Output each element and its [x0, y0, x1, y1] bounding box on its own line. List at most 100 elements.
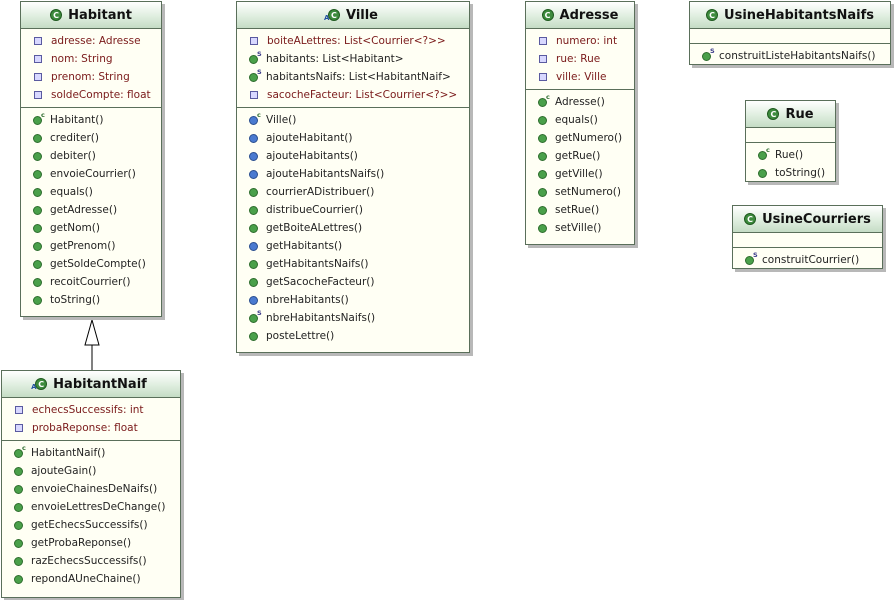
field[interactable]: boiteALettres: List<Courrier<?>> — [237, 32, 469, 50]
method[interactable]: envoieCourrier() — [21, 165, 161, 183]
field[interactable]: nom: String — [21, 50, 161, 68]
method[interactable]: razEchecsSuccessifs() — [2, 552, 180, 570]
fields-section — [746, 128, 835, 143]
method[interactable]: distribueCourrier() — [237, 201, 469, 219]
public-method-icon — [33, 277, 42, 287]
method[interactable]: envoieChainesDeNaifs() — [2, 480, 180, 498]
method[interactable]: ajouteHabitantsNaifs() — [237, 165, 469, 183]
field[interactable]: ville: Ville — [526, 68, 634, 86]
public-method-icon — [33, 151, 42, 161]
public-method-icon — [249, 223, 258, 233]
method[interactable]: getBoiteALettres() — [237, 219, 469, 237]
public-method-icon — [14, 538, 23, 548]
field[interactable]: rue: Rue — [526, 50, 634, 68]
method[interactable]: getSoldeCompte() — [21, 255, 161, 273]
private-field-icon — [539, 55, 547, 63]
public-method-icon — [33, 223, 42, 233]
method[interactable]: getPrenom() — [21, 237, 161, 255]
method[interactable]: debiter() — [21, 147, 161, 165]
constructor-icon: c — [33, 111, 45, 125]
method[interactable]: ajouteHabitant() — [237, 129, 469, 147]
public-method-icon — [538, 205, 547, 215]
method[interactable]: getRue() — [526, 147, 634, 165]
public-method-icon — [33, 259, 42, 269]
method[interactable]: getAdresse() — [21, 201, 161, 219]
public-method-icon — [249, 331, 258, 341]
field[interactable]: soldeCompte: float — [21, 86, 161, 104]
method[interactable]: setNumero() — [526, 183, 634, 201]
private-field-icon — [539, 73, 547, 81]
method[interactable]: envoieLettresDeChange() — [2, 498, 180, 516]
method[interactable]: ajouteHabitants() — [237, 147, 469, 165]
class-ville[interactable]: CVille boiteALettres: List<Courrier<?>> … — [236, 1, 470, 353]
method[interactable]: repondAUneChaine() — [2, 570, 180, 588]
class-habitant-naif[interactable]: CHabitantNaif echecsSuccessifs: int prob… — [1, 370, 181, 598]
method[interactable]: getHabitantsNaifs() — [237, 255, 469, 273]
method[interactable]: getNumero() — [526, 129, 634, 147]
private-field-icon — [34, 55, 42, 63]
method[interactable]: recoitCourrier() — [21, 273, 161, 291]
method[interactable]: toString() — [746, 164, 835, 182]
method[interactable]: getVille() — [526, 165, 634, 183]
class-name: HabitantNaif — [53, 376, 147, 392]
abstract-method-icon — [249, 241, 258, 251]
method[interactable]: equals() — [21, 183, 161, 201]
abstract-method-icon — [249, 151, 258, 161]
method[interactable]: getEchecsSuccessifs() — [2, 516, 180, 534]
method[interactable]: courrierADistribuer() — [237, 183, 469, 201]
method[interactable]: setRue() — [526, 201, 634, 219]
abstract-method-icon — [249, 295, 258, 305]
class-name: Ville — [345, 7, 379, 23]
method[interactable]: nbreHabitants() — [237, 291, 469, 309]
static-method-icon: S — [702, 47, 715, 61]
field[interactable]: sacocheFacteur: List<Courrier<?>> — [237, 86, 469, 104]
private-field-icon — [34, 37, 42, 45]
private-field-icon — [539, 37, 547, 45]
public-method-icon — [14, 502, 23, 512]
field[interactable]: echecsSuccessifs: int — [2, 401, 180, 419]
method[interactable]: setVille() — [526, 219, 634, 237]
field[interactable]: numero: int — [526, 32, 634, 50]
method[interactable]: getNom() — [21, 219, 161, 237]
class-name: UsineHabitantsNaifs — [724, 7, 874, 23]
method[interactable]: crediter() — [21, 129, 161, 147]
field[interactable]: adresse: Adresse — [21, 32, 161, 50]
public-method-icon — [538, 187, 547, 197]
method[interactable]: toString() — [21, 291, 161, 309]
method[interactable]: getProbaReponse() — [2, 534, 180, 552]
class-name: UsineCourriers — [762, 211, 871, 227]
method[interactable]: posteLettre() — [237, 327, 469, 345]
method[interactable]: getHabitants() — [237, 237, 469, 255]
constructor-icon: c — [14, 444, 26, 458]
class-name: Rue — [785, 106, 814, 122]
public-method-icon — [249, 187, 258, 197]
public-method-icon — [14, 484, 23, 494]
method[interactable]: equals() — [526, 111, 634, 129]
field[interactable]: probaReponse: float — [2, 419, 180, 437]
public-method-icon — [249, 277, 258, 287]
method[interactable]: getSacocheFacteur() — [237, 273, 469, 291]
method[interactable]: ajouteGain() — [2, 462, 180, 480]
field[interactable]: prenom: String — [21, 68, 161, 86]
